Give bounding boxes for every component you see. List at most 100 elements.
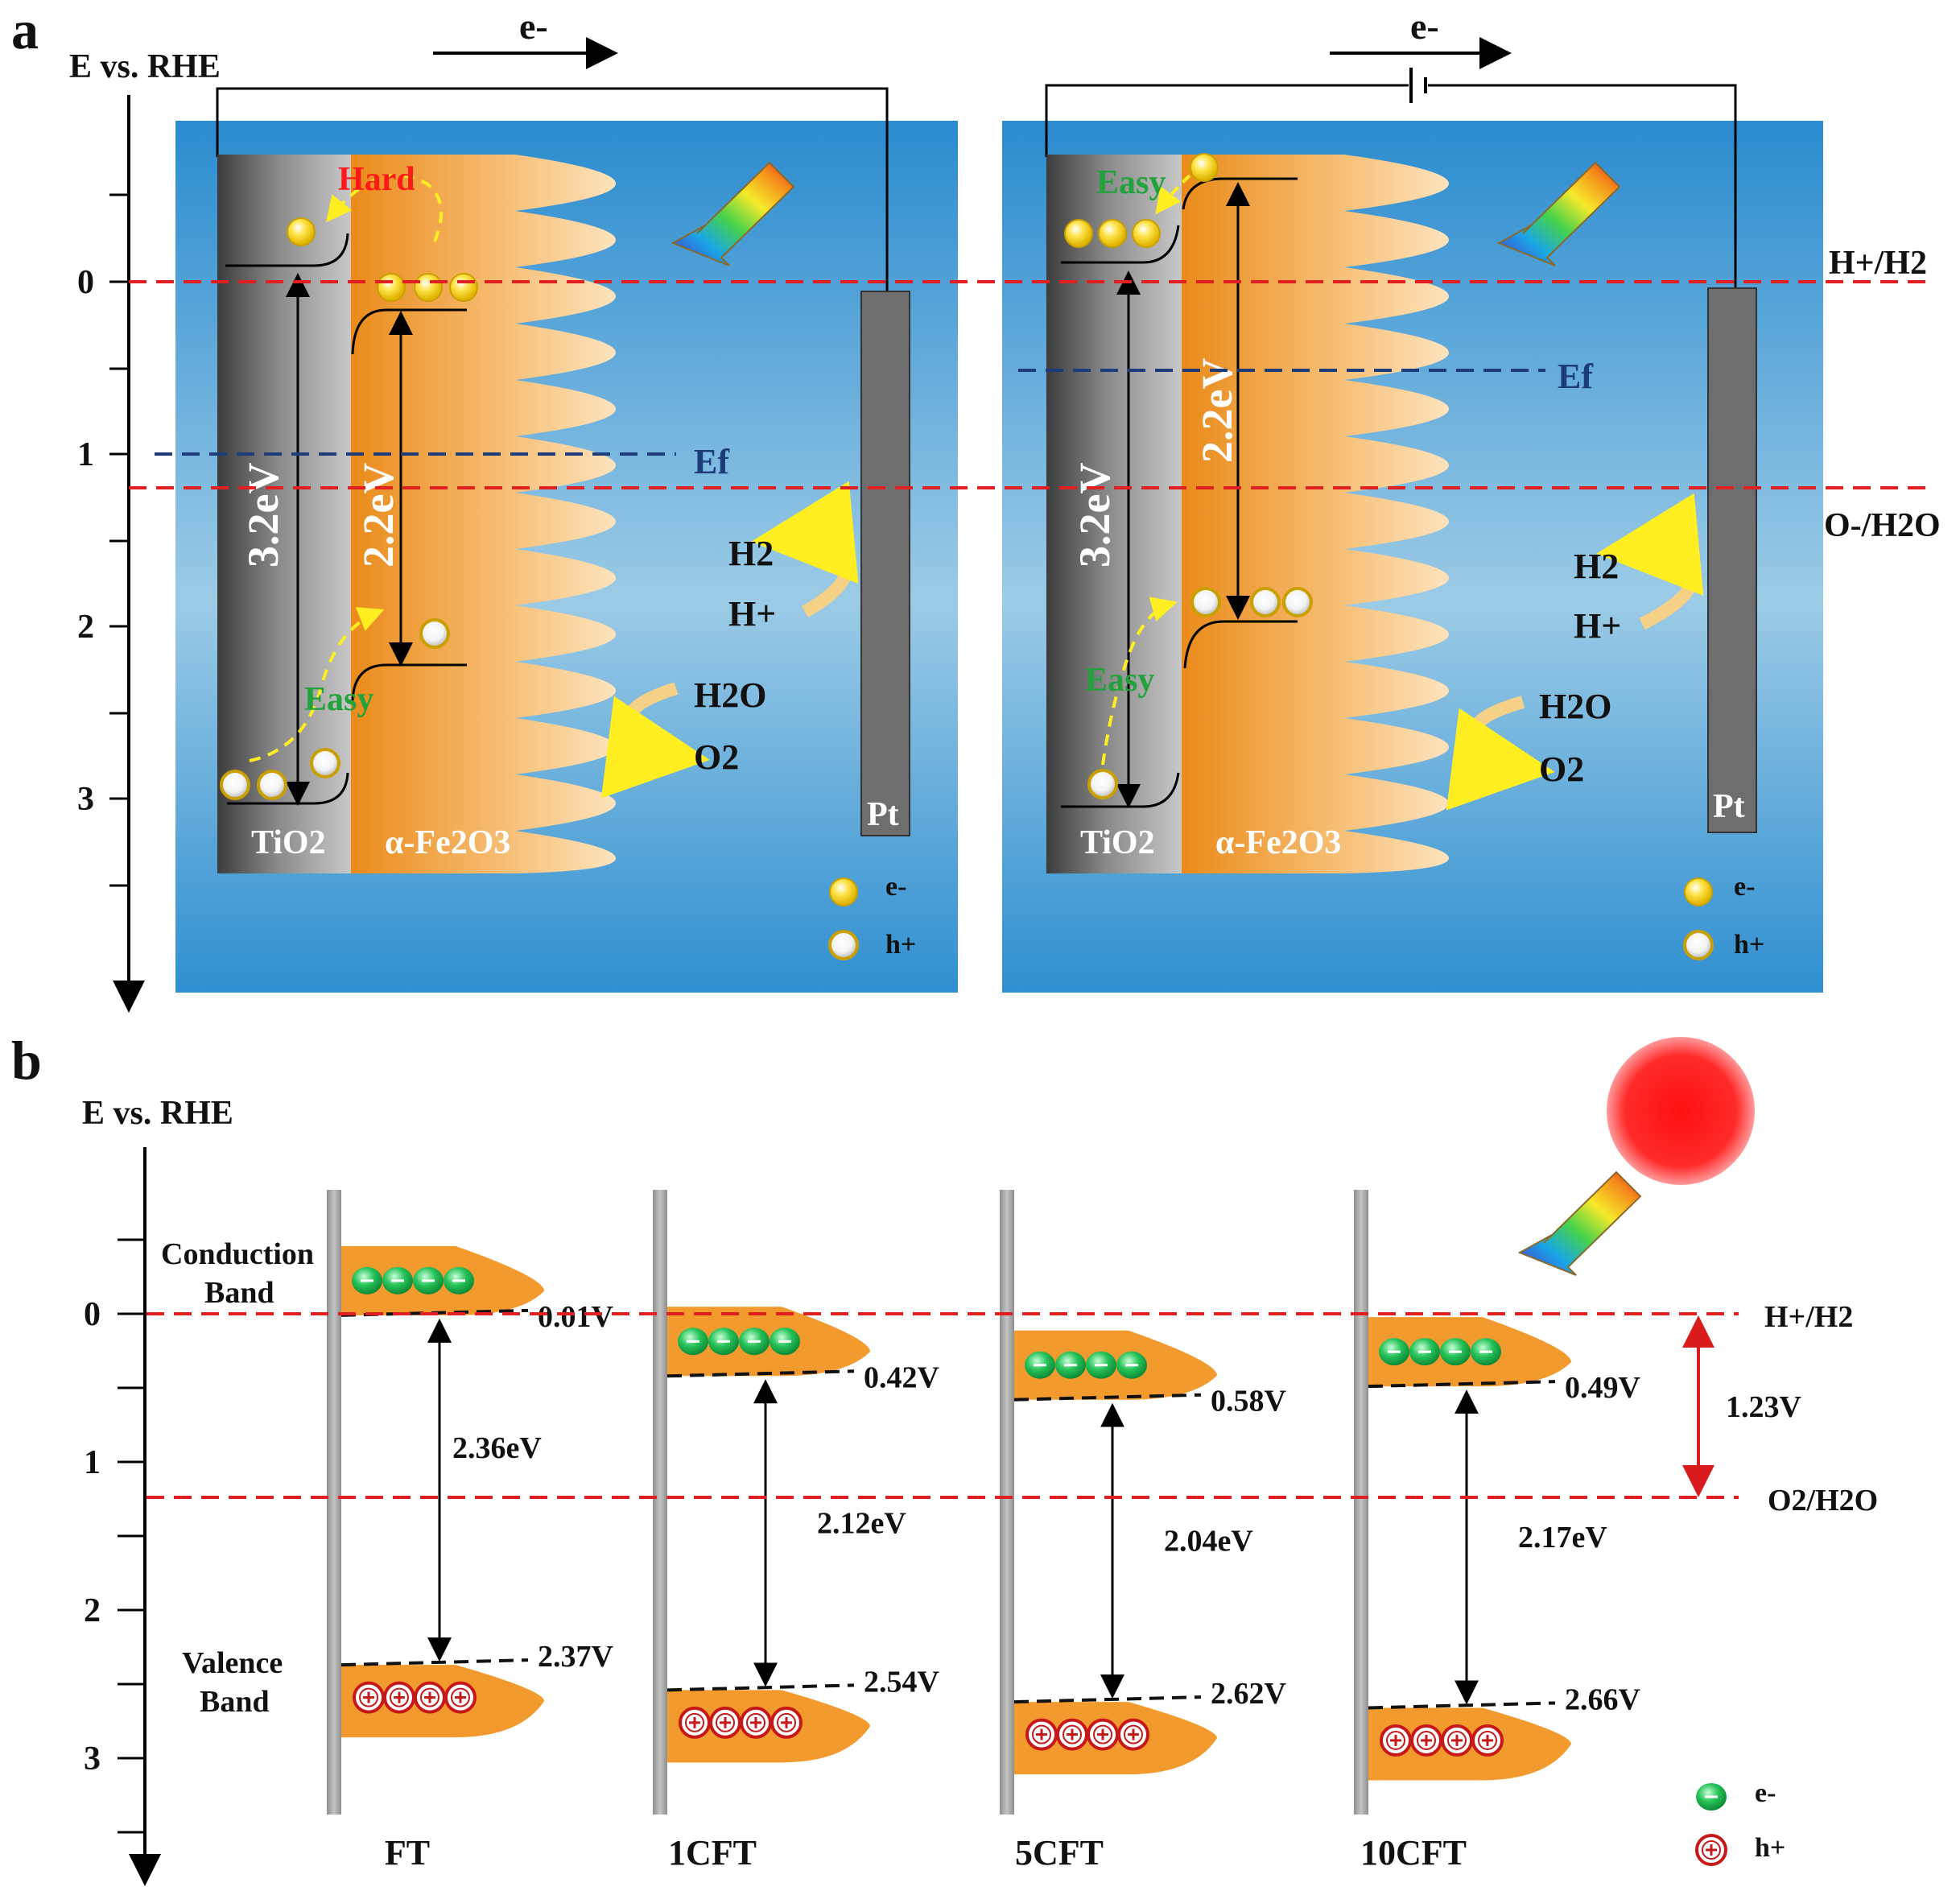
fe2o3-vb-right	[1183, 620, 1298, 669]
electron-icon	[1408, 1336, 1442, 1367]
panel-a-tick-2: 2	[77, 609, 94, 646]
legend-hole-icon-right	[1683, 930, 1714, 960]
electrode-rail	[653, 1190, 667, 1815]
cell-right: e- 3.2eV 2.2eV Pt Easy Easy	[1002, 6, 1823, 993]
cell-left: e- 3.2eV 2.2eV Pt	[155, 6, 958, 993]
electron-icon	[676, 1326, 710, 1356]
cb-potential-label: 0.42V	[864, 1360, 940, 1394]
sun-icon	[1607, 1037, 1755, 1185]
sample-name-label: FT	[385, 1833, 430, 1872]
h2o-label-right: H2O	[1539, 687, 1611, 726]
electron-icon	[411, 1265, 445, 1296]
light-arrow-icon-b	[1519, 1171, 1641, 1276]
electron-icon	[1377, 1336, 1411, 1367]
cb-potential-label: 0.01V	[538, 1300, 614, 1334]
panel-a-major-ticks	[109, 280, 129, 800]
valence-band-label-2: Band	[200, 1685, 270, 1719]
hole-icon	[1087, 1718, 1119, 1751]
o2-label-right: O2	[1539, 749, 1584, 789]
hole-fe2o3-left	[419, 618, 450, 649]
h-plus-label-left: H+	[728, 594, 776, 634]
pt-label-right: Pt	[1713, 788, 1745, 825]
electron-flow-label-left: e-	[519, 6, 548, 47]
h2o-label-left: H2O	[694, 675, 766, 715]
legend-electron-icon-b	[1694, 1782, 1728, 1812]
tio2-vb-right	[1061, 772, 1180, 808]
panel-b-tick-2: 2	[84, 1592, 101, 1629]
panel-b-tick-3: 3	[84, 1740, 101, 1777]
vb-edge-line	[666, 1683, 855, 1692]
fe2o3-label-right: α-Fe2O3	[1215, 824, 1341, 861]
valence-band-label-1: Valence	[182, 1646, 283, 1680]
electron-icon	[350, 1265, 384, 1296]
hole-icon	[770, 1706, 803, 1739]
tio2-vb-left	[227, 772, 349, 805]
sample-name-label: 5CFT	[1015, 1833, 1104, 1872]
vb-edge-line	[1013, 1695, 1202, 1704]
fe2o3-gap-label-left: 2.2eV	[354, 463, 402, 568]
easy-label-left: Easy	[304, 681, 373, 718]
hole-icon	[740, 1706, 772, 1739]
pt-label-left: Pt	[867, 796, 899, 833]
panel-b-tick-0: 0	[84, 1296, 101, 1333]
legend-electron-label-left: e-	[885, 872, 906, 902]
band-gap-label: 2.04eV	[1164, 1524, 1253, 1558]
sample-name-label: 1CFT	[668, 1833, 757, 1872]
hole-icon	[1441, 1724, 1473, 1757]
tio2-cb-left	[225, 233, 349, 267]
hole-fe2o3-3-right	[1282, 587, 1313, 617]
hole-icon	[1410, 1724, 1442, 1757]
oxidation-arrow-left	[600, 682, 710, 799]
o2-label-left: O2	[694, 737, 739, 777]
electron-icon	[1438, 1336, 1472, 1367]
vb-potential-label: 2.66V	[1565, 1682, 1641, 1716]
h2-evolution-arrow-right	[1596, 493, 1704, 630]
electron-icon	[737, 1326, 771, 1356]
conduction-band-label-2: Band	[204, 1276, 274, 1310]
easy-label-right: Easy	[1085, 662, 1154, 699]
pt-electrode-right	[1707, 287, 1757, 833]
electron-icon	[381, 1265, 415, 1296]
electron-icon	[707, 1326, 741, 1356]
o2-redox-label-a: O-/H2O	[1824, 507, 1941, 544]
electrode-rail	[327, 1190, 341, 1815]
panel-a-tick-1: 1	[77, 436, 94, 473]
fe2o3-cb-right	[1182, 177, 1298, 210]
legend-hole-icon-left	[828, 930, 859, 960]
tio2-cb-right	[1061, 225, 1180, 264]
cb-potential-label: 0.58V	[1211, 1385, 1287, 1418]
easy-path-right	[1101, 597, 1178, 766]
cb-edge-line	[1368, 1380, 1556, 1389]
h2-label-right: H2	[1574, 547, 1619, 586]
hole-icon	[353, 1681, 385, 1714]
electron-icon	[1054, 1350, 1087, 1381]
legend-hole-label-right: h+	[1734, 930, 1764, 960]
panel-a-label: a	[11, 0, 39, 60]
band-gap-label: 2.17eV	[1518, 1521, 1607, 1555]
hole-icon	[1025, 1718, 1058, 1751]
conduction-band-label-1: Conduction	[161, 1237, 314, 1271]
electron-fe2o3-top-right	[1190, 153, 1219, 182]
hole-icon	[1117, 1718, 1149, 1751]
electron-icon	[768, 1326, 802, 1356]
panel-b-label: b	[11, 1030, 42, 1091]
electron-icon	[1115, 1350, 1149, 1381]
hole-icon	[414, 1681, 446, 1714]
hole-icon	[383, 1681, 415, 1714]
band-gap-label: 2.12eV	[817, 1506, 906, 1540]
hole-icon	[1380, 1724, 1412, 1757]
electron-flow-label-right: e-	[1410, 6, 1439, 47]
hole-icon	[709, 1706, 741, 1739]
cb-edge-line	[666, 1369, 855, 1378]
electron-icon	[442, 1265, 476, 1296]
hole-icon	[1471, 1724, 1504, 1757]
tio2-layer-right	[1046, 155, 1182, 873]
h-plus-label-right: H+	[1574, 606, 1621, 646]
panel-a-axis-title: E vs. RHE	[69, 48, 221, 85]
panel-a-tick-3: 3	[77, 781, 94, 818]
vb-edge-line	[340, 1658, 529, 1667]
circuit-wire-right	[1045, 84, 1409, 157]
sample-name-label: 10CFT	[1360, 1833, 1467, 1872]
fe2o3-gap-label-right: 2.2eV	[1193, 358, 1241, 463]
